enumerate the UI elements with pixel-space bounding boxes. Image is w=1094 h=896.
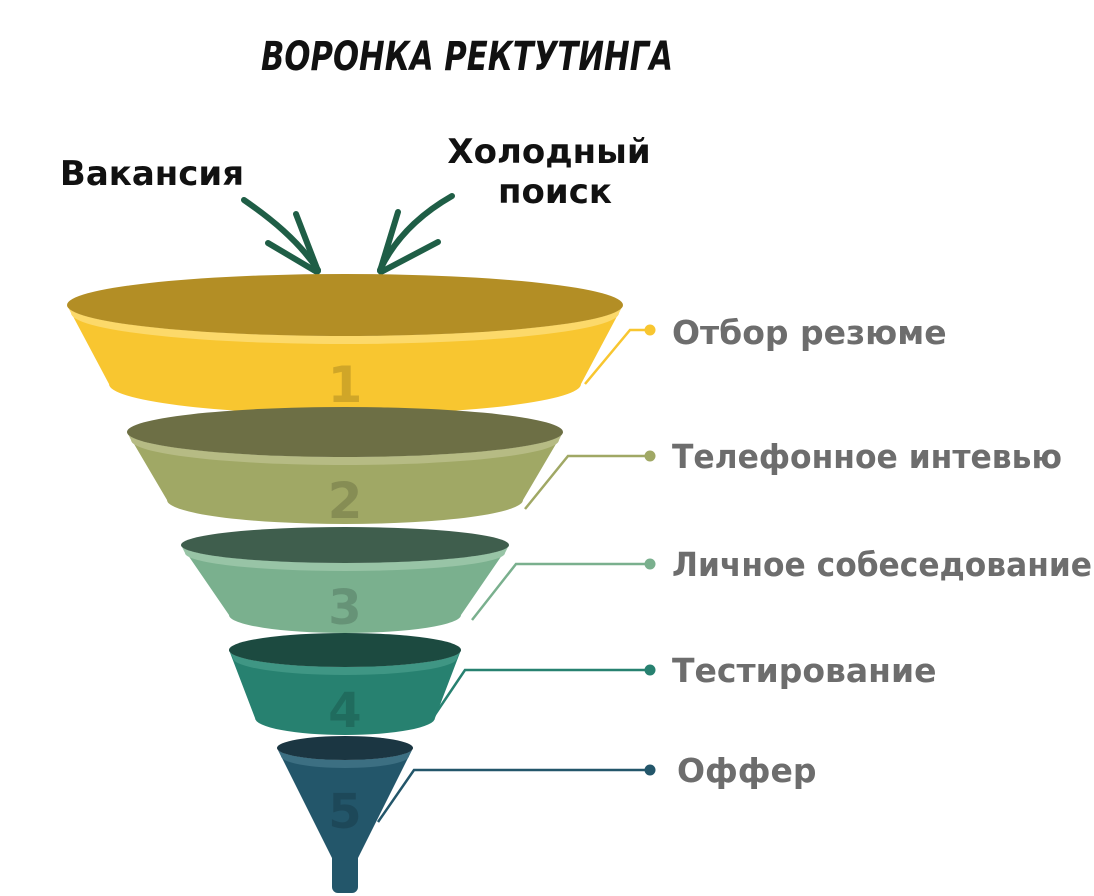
funnel-stage-1: 1 bbox=[67, 274, 623, 414]
source-vacancy-label: Вакансия bbox=[60, 154, 244, 194]
arrow-right-icon bbox=[380, 196, 452, 272]
arrow-left-icon bbox=[244, 200, 318, 272]
funnel-stage-top bbox=[67, 274, 623, 336]
connector-dot-icon bbox=[645, 765, 656, 776]
funnel-stage-top bbox=[277, 736, 413, 760]
source-cold-search-label: Холодный поиск bbox=[447, 132, 662, 212]
stage-label: Отбор резюме bbox=[672, 313, 947, 352]
stage-number: 2 bbox=[328, 472, 363, 530]
stage-label: Оффер bbox=[677, 751, 817, 790]
connector-line bbox=[472, 564, 648, 620]
funnel-stage-4: 4 bbox=[229, 633, 461, 739]
stage-number: 4 bbox=[328, 683, 361, 739]
connector-dot-icon bbox=[645, 451, 656, 462]
stage-number: 5 bbox=[328, 784, 361, 840]
stage-label: Личное собеседование bbox=[672, 545, 1092, 584]
funnel-stage-top bbox=[181, 527, 509, 563]
funnel-stage-2: 2 bbox=[127, 407, 563, 530]
stage-number: 3 bbox=[328, 580, 361, 636]
connector-dot-icon bbox=[645, 559, 656, 570]
connector-dot-icon bbox=[645, 665, 656, 676]
funnel-stage-top bbox=[127, 407, 563, 457]
stage-label: Тестирование bbox=[672, 651, 936, 690]
funnel: 1 2 3 4 5 bbox=[67, 274, 623, 893]
connector-line bbox=[430, 670, 648, 722]
funnel-stage-5: 5 bbox=[277, 736, 413, 861]
funnel-stage-3: 3 bbox=[181, 527, 509, 636]
funnel-stage-top bbox=[229, 633, 461, 667]
stage-label: Телефонное интевью bbox=[672, 437, 1062, 476]
stage-number: 1 bbox=[328, 356, 363, 414]
connector-dot-icon bbox=[645, 325, 656, 336]
connector-line bbox=[378, 770, 648, 822]
diagram-title: ВОРОНКА РЕКТУТИНГА bbox=[261, 34, 673, 80]
